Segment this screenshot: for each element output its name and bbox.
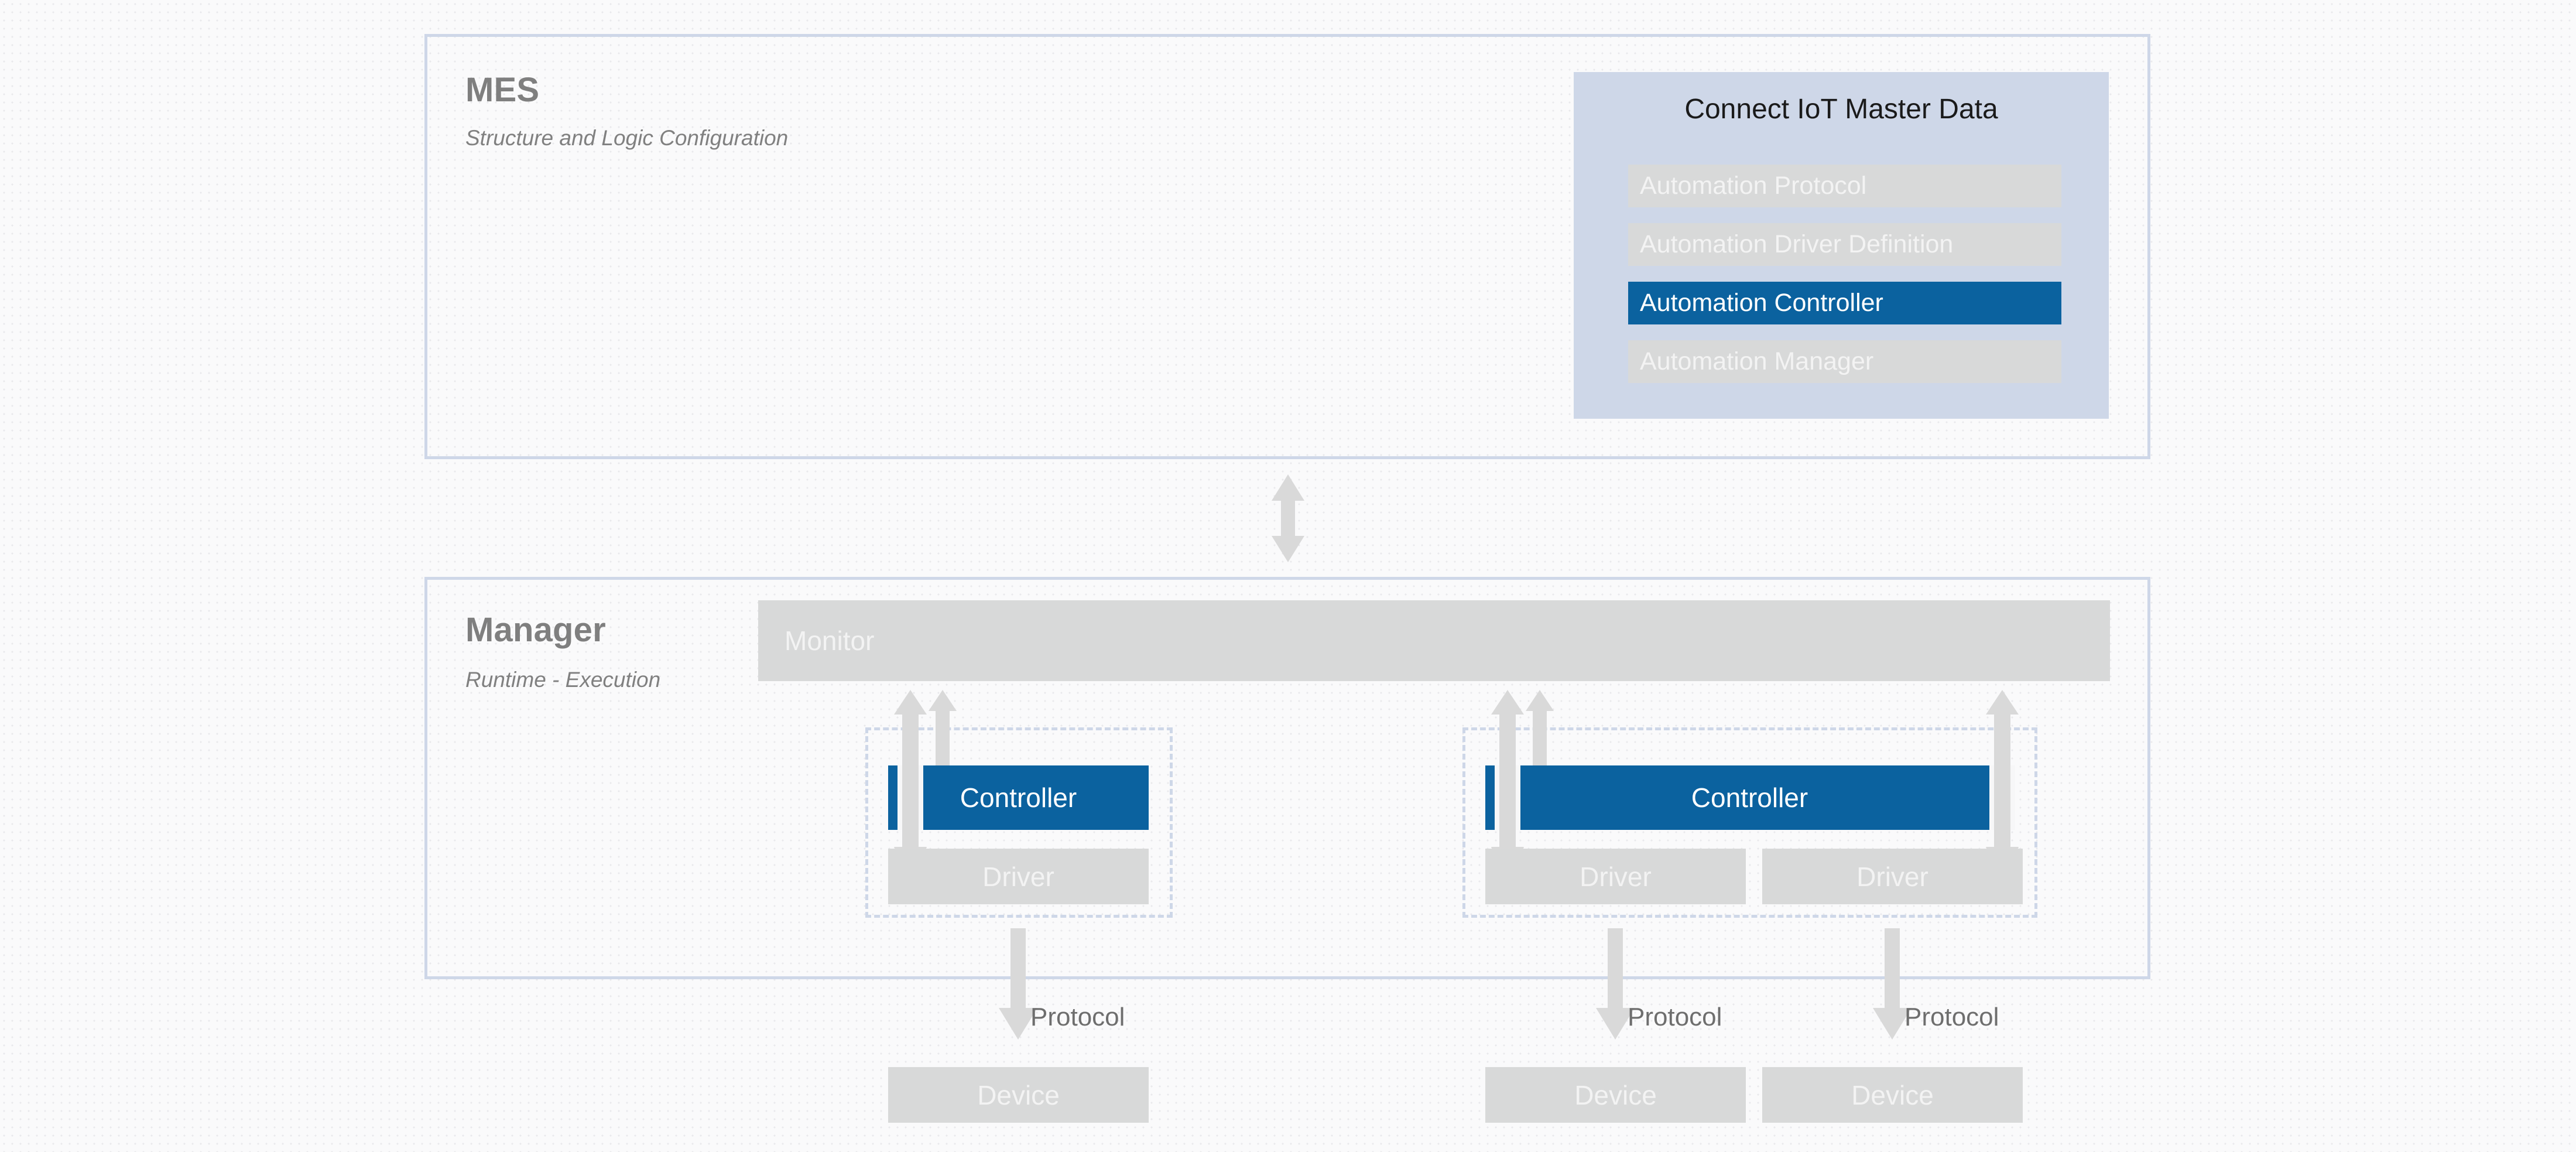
driver-block-right-2: Driver: [1762, 849, 2023, 904]
manager-section-frame: [424, 577, 2150, 979]
device-block-3: Device: [1762, 1067, 2023, 1123]
protocol-arrow-1: [999, 928, 1037, 1040]
driver-block-left-1: Driver: [888, 849, 1149, 904]
mes-subtitle: Structure and Logic Configuration: [465, 126, 789, 150]
automation-group-right: [1462, 727, 2037, 918]
master-data-title: Connect IoT Master Data: [1684, 94, 1998, 125]
controller-block-left: Controller: [888, 765, 1149, 830]
monitor-bar: Monitor: [758, 600, 2110, 681]
master-data-item-automation-manager[interactable]: Automation Manager: [1628, 340, 2061, 383]
controller-block-right: Controller: [1485, 765, 2014, 830]
protocol-arrow-3: [1873, 928, 1912, 1040]
protocol-arrow-2: [1596, 928, 1635, 1040]
manager-title: Manager: [465, 611, 606, 649]
protocol-label-2: Protocol: [1628, 1003, 1722, 1031]
protocol-label-3: Protocol: [1904, 1003, 1999, 1031]
mes-section-frame: [424, 34, 2150, 459]
master-data-item-automation-controller[interactable]: Automation Controller: [1628, 282, 2061, 324]
automation-group-left: [865, 727, 1173, 918]
controller-arrow-passthrough-right-inner: [1495, 765, 1520, 830]
device-block-1: Device: [888, 1067, 1149, 1123]
mes-manager-bidirectional-arrow: [1272, 474, 1304, 562]
controller-arrow-passthrough-left: [898, 765, 923, 830]
protocol-label-1: Protocol: [1030, 1003, 1125, 1031]
mes-title: MES: [465, 71, 540, 109]
manager-subtitle: Runtime - Execution: [465, 668, 661, 692]
device-block-2: Device: [1485, 1067, 1746, 1123]
master-data-panel: Connect IoT Master Data Automation Proto…: [1574, 72, 2109, 419]
controller-arrow-passthrough-right-outer: [1989, 765, 2015, 830]
master-data-item-automation-driver-definition[interactable]: Automation Driver Definition: [1628, 223, 2061, 266]
master-data-item-automation-protocol[interactable]: Automation Protocol: [1628, 165, 2061, 207]
driver-block-right-1: Driver: [1485, 849, 1746, 904]
